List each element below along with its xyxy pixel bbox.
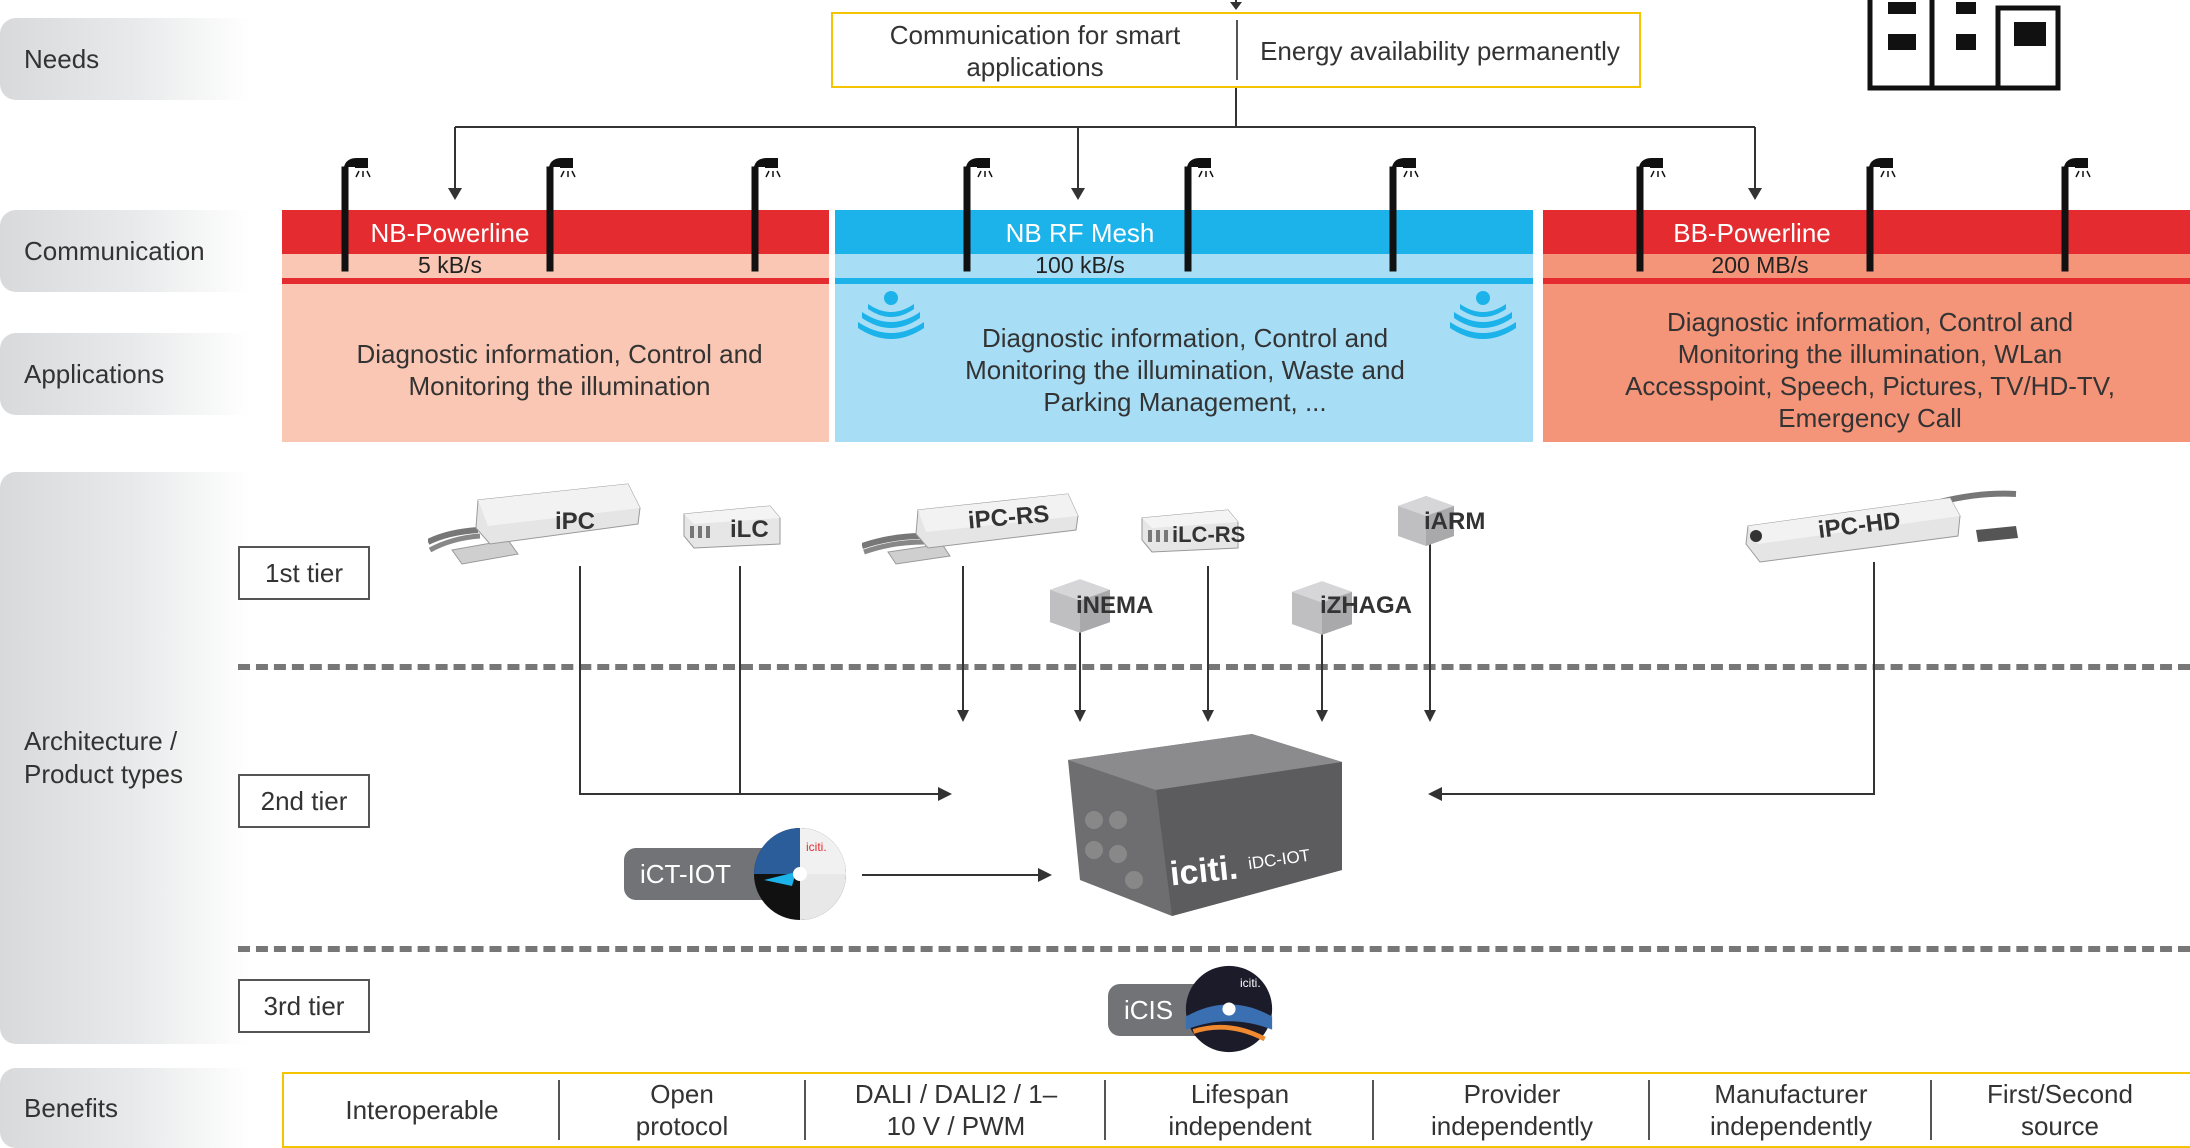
app-text-bb-powerline: Diagnostic information, Control and Moni…: [1625, 307, 2115, 433]
inema-cube-icon: [1050, 579, 1110, 633]
ipc-hd-device-image: [1745, 490, 2018, 563]
icis-disc-icon: [1185, 965, 1273, 1053]
app-panel-rf-mesh: [835, 284, 1533, 442]
row-label-architecture: Architecture / Product types: [0, 472, 250, 1044]
ipc-rs-device-image: [862, 493, 1079, 565]
app-panel-bb-powerline: [1543, 284, 2190, 442]
row-label-communication: Communication: [0, 210, 250, 292]
wireless-icon-right: [1450, 291, 1516, 339]
ict-iot-disc-brand: iciti.: [806, 840, 827, 854]
band-speed-bb-powerline: 200 MB/s: [1711, 252, 1809, 278]
needs-box: [831, 12, 1641, 88]
building-icon: [1867, 0, 2061, 91]
benefit-source: First/Second source: [1987, 1079, 2133, 1141]
benefit-divider-5: [1648, 1080, 1650, 1140]
band-title-bb-powerline: BB-Powerline: [1673, 218, 1831, 248]
idc-iot-brand: iciti.: [1168, 848, 1240, 894]
band-speed-nb-powerline: 5 kB/s: [418, 252, 482, 278]
product-label-inema: iNEMA: [1076, 592, 1154, 619]
benefit-divider-4: [1372, 1080, 1374, 1140]
benefit-interoperable: Interoperable: [345, 1095, 499, 1125]
band-nb-powerline-rule: [282, 278, 829, 284]
tier-2: 2nd tier: [238, 774, 370, 828]
band-speed-rf-mesh: 100 kB/s: [1035, 252, 1125, 278]
iarm-cube-icon: [1398, 496, 1454, 546]
app-text-nb-powerline: Diagnostic information, Control and Moni…: [356, 339, 763, 401]
product-label-izhaga: iZHAGA: [1320, 592, 1412, 619]
band-rf-mesh: [835, 210, 1533, 254]
product-label-iarm: iARM: [1424, 508, 1486, 535]
ilc-rs-device-image: [1141, 509, 1239, 553]
ict-iot-label: iCT-IOT: [624, 848, 774, 900]
benefit-provider: Provider independently: [1431, 1079, 1593, 1141]
need-energy: Energy availability permanently: [1260, 36, 1620, 66]
benefit-divider-2: [804, 1080, 806, 1140]
tier-separator-1: [238, 664, 2190, 670]
benefit-divider-3: [1104, 1080, 1106, 1140]
benefit-lifespan: Lifespan independent: [1168, 1079, 1312, 1141]
product-label-ipc: iPC: [555, 508, 596, 535]
ipc-device-image: [428, 483, 641, 565]
tier-3: 3rd tier: [238, 979, 370, 1033]
tier-separator-2: [238, 946, 2190, 952]
band-title-nb-powerline: NB-Powerline: [370, 218, 530, 248]
tier-1: 1st tier: [238, 546, 370, 600]
wireless-icon-left: [858, 291, 924, 339]
benefit-manufacturer: Manufacturer independently: [1710, 1079, 1872, 1141]
product-label-ilc: iLC: [730, 516, 769, 543]
band-rf-mesh-rule: [835, 278, 1533, 284]
row-label-needs: Needs: [0, 18, 250, 100]
row-label-benefits: Benefits: [0, 1068, 250, 1148]
ilc-device-image: [683, 505, 781, 549]
needs-divider: [1236, 20, 1238, 80]
benefit-dali: DALI / DALI2 / 1–10 V / PWM: [854, 1079, 1058, 1141]
street-lamps: [341, 158, 2091, 272]
benefits-box: [282, 1072, 2190, 1148]
needs-connectors: [448, 0, 1762, 200]
benefit-open-protocol: Open protocol: [635, 1079, 729, 1141]
need-communication: Communication for smart applications: [889, 20, 1181, 82]
icis-disc-brand: iciti.: [1240, 976, 1261, 990]
band-nb-powerline: [282, 210, 829, 254]
band-bb-powerline-rule: [1543, 278, 2190, 284]
row-label-applications: Applications: [0, 333, 250, 415]
band-rf-mesh-light: [835, 254, 1533, 278]
idc-iot-device-image: [1068, 734, 1342, 916]
benefit-divider-6: [1930, 1080, 1932, 1140]
benefit-divider-1: [558, 1080, 560, 1140]
band-nb-powerline-light: [282, 254, 829, 278]
app-panel-nb-powerline: [282, 284, 829, 442]
band-title-rf-mesh: NB RF Mesh: [1005, 218, 1155, 248]
izhaga-cube-icon: [1292, 581, 1352, 635]
product-label-ilc-rs: iLC-RS: [1172, 522, 1246, 547]
app-text-rf-mesh: Diagnostic information, Control and Moni…: [965, 323, 1405, 417]
ict-iot-disc-icon: [754, 828, 846, 920]
